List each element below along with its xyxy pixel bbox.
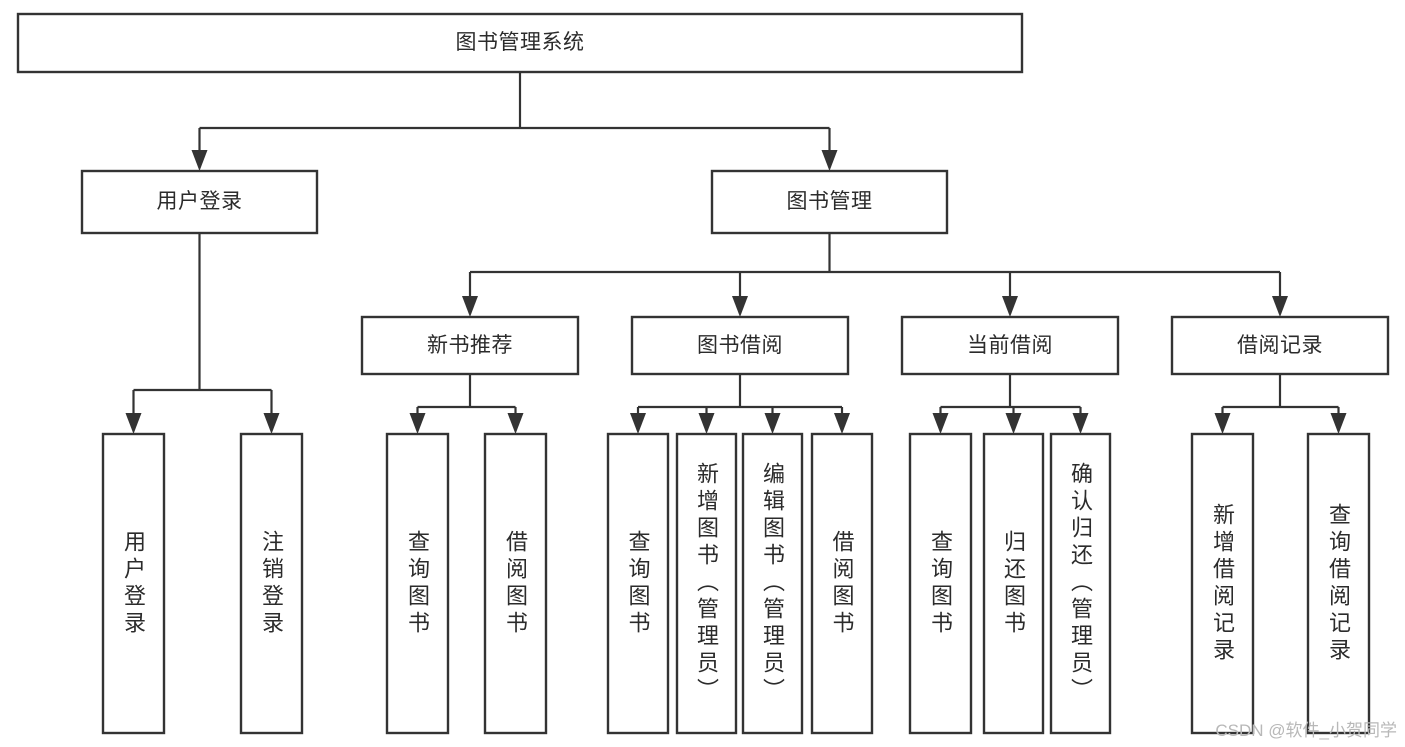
arrow-head-icon-current-borrow bbox=[1002, 296, 1018, 317]
node-box-book-borrow[interactable] bbox=[630, 315, 850, 376]
node-box-root[interactable] bbox=[16, 12, 1024, 74]
arrow-head-icon-new-book-rec bbox=[462, 296, 478, 317]
arrow-head-icon-leaf-add-book bbox=[698, 413, 715, 434]
arrow-head-icon-user-login bbox=[191, 150, 208, 171]
node-box-leaf-return-book[interactable] bbox=[982, 432, 1045, 735]
node-box-leaf-add-book[interactable] bbox=[675, 432, 738, 735]
watermark-text: CSDN @软件_小贺同学 bbox=[1215, 721, 1397, 740]
node-box-leaf-borrow-book-1[interactable] bbox=[483, 432, 548, 735]
arrow-head-icon-leaf-query-book-3 bbox=[932, 413, 949, 434]
arrow-head-icon-book-manage bbox=[821, 150, 838, 171]
node-box-user-login[interactable] bbox=[80, 169, 319, 235]
node-box-book-manage[interactable] bbox=[710, 169, 949, 235]
node-box-leaf-query-book-2[interactable] bbox=[606, 432, 670, 735]
node-box-leaf-edit-book[interactable] bbox=[741, 432, 804, 735]
arrow-head-icon-book-borrow bbox=[732, 296, 748, 317]
node-box-new-book-rec[interactable] bbox=[360, 315, 580, 376]
node-box-leaf-confirm-return[interactable] bbox=[1049, 432, 1112, 735]
arrow-head-icon-leaf-confirm-return bbox=[1072, 413, 1089, 434]
arrow-head-icon-leaf-query-book-1 bbox=[409, 413, 426, 434]
node-box-leaf-query-book-3[interactable] bbox=[908, 432, 973, 735]
arrow-head-icon-leaf-borrow-book-2 bbox=[834, 413, 850, 434]
arrow-head-icon-leaf-user-login bbox=[125, 413, 142, 434]
arrow-head-icon-leaf-return-book bbox=[1005, 413, 1022, 434]
node-box-leaf-query-record[interactable] bbox=[1306, 432, 1371, 735]
arrow-head-icon-leaf-add-record bbox=[1214, 413, 1231, 434]
node-box-borrow-record[interactable] bbox=[1170, 315, 1390, 376]
connector-layer bbox=[125, 72, 1347, 434]
node-box-current-borrow[interactable] bbox=[900, 315, 1120, 376]
arrow-head-icon-borrow-record bbox=[1272, 296, 1288, 317]
arrow-head-icon-leaf-borrow-book-1 bbox=[507, 413, 524, 434]
node-box-leaf-borrow-book-2[interactable] bbox=[810, 432, 874, 735]
node-box-leaf-query-book-1[interactable] bbox=[385, 432, 450, 735]
arrow-head-icon-leaf-edit-book bbox=[764, 413, 781, 434]
arrow-head-icon-leaf-query-book-2 bbox=[630, 413, 646, 434]
box-layer bbox=[16, 12, 1390, 735]
node-box-leaf-logout[interactable] bbox=[239, 432, 304, 735]
arrow-head-icon-leaf-query-record bbox=[1330, 413, 1347, 434]
node-box-leaf-add-record[interactable] bbox=[1190, 432, 1255, 735]
arrow-head-icon-leaf-logout bbox=[263, 413, 280, 434]
node-box-leaf-user-login[interactable] bbox=[101, 432, 166, 735]
